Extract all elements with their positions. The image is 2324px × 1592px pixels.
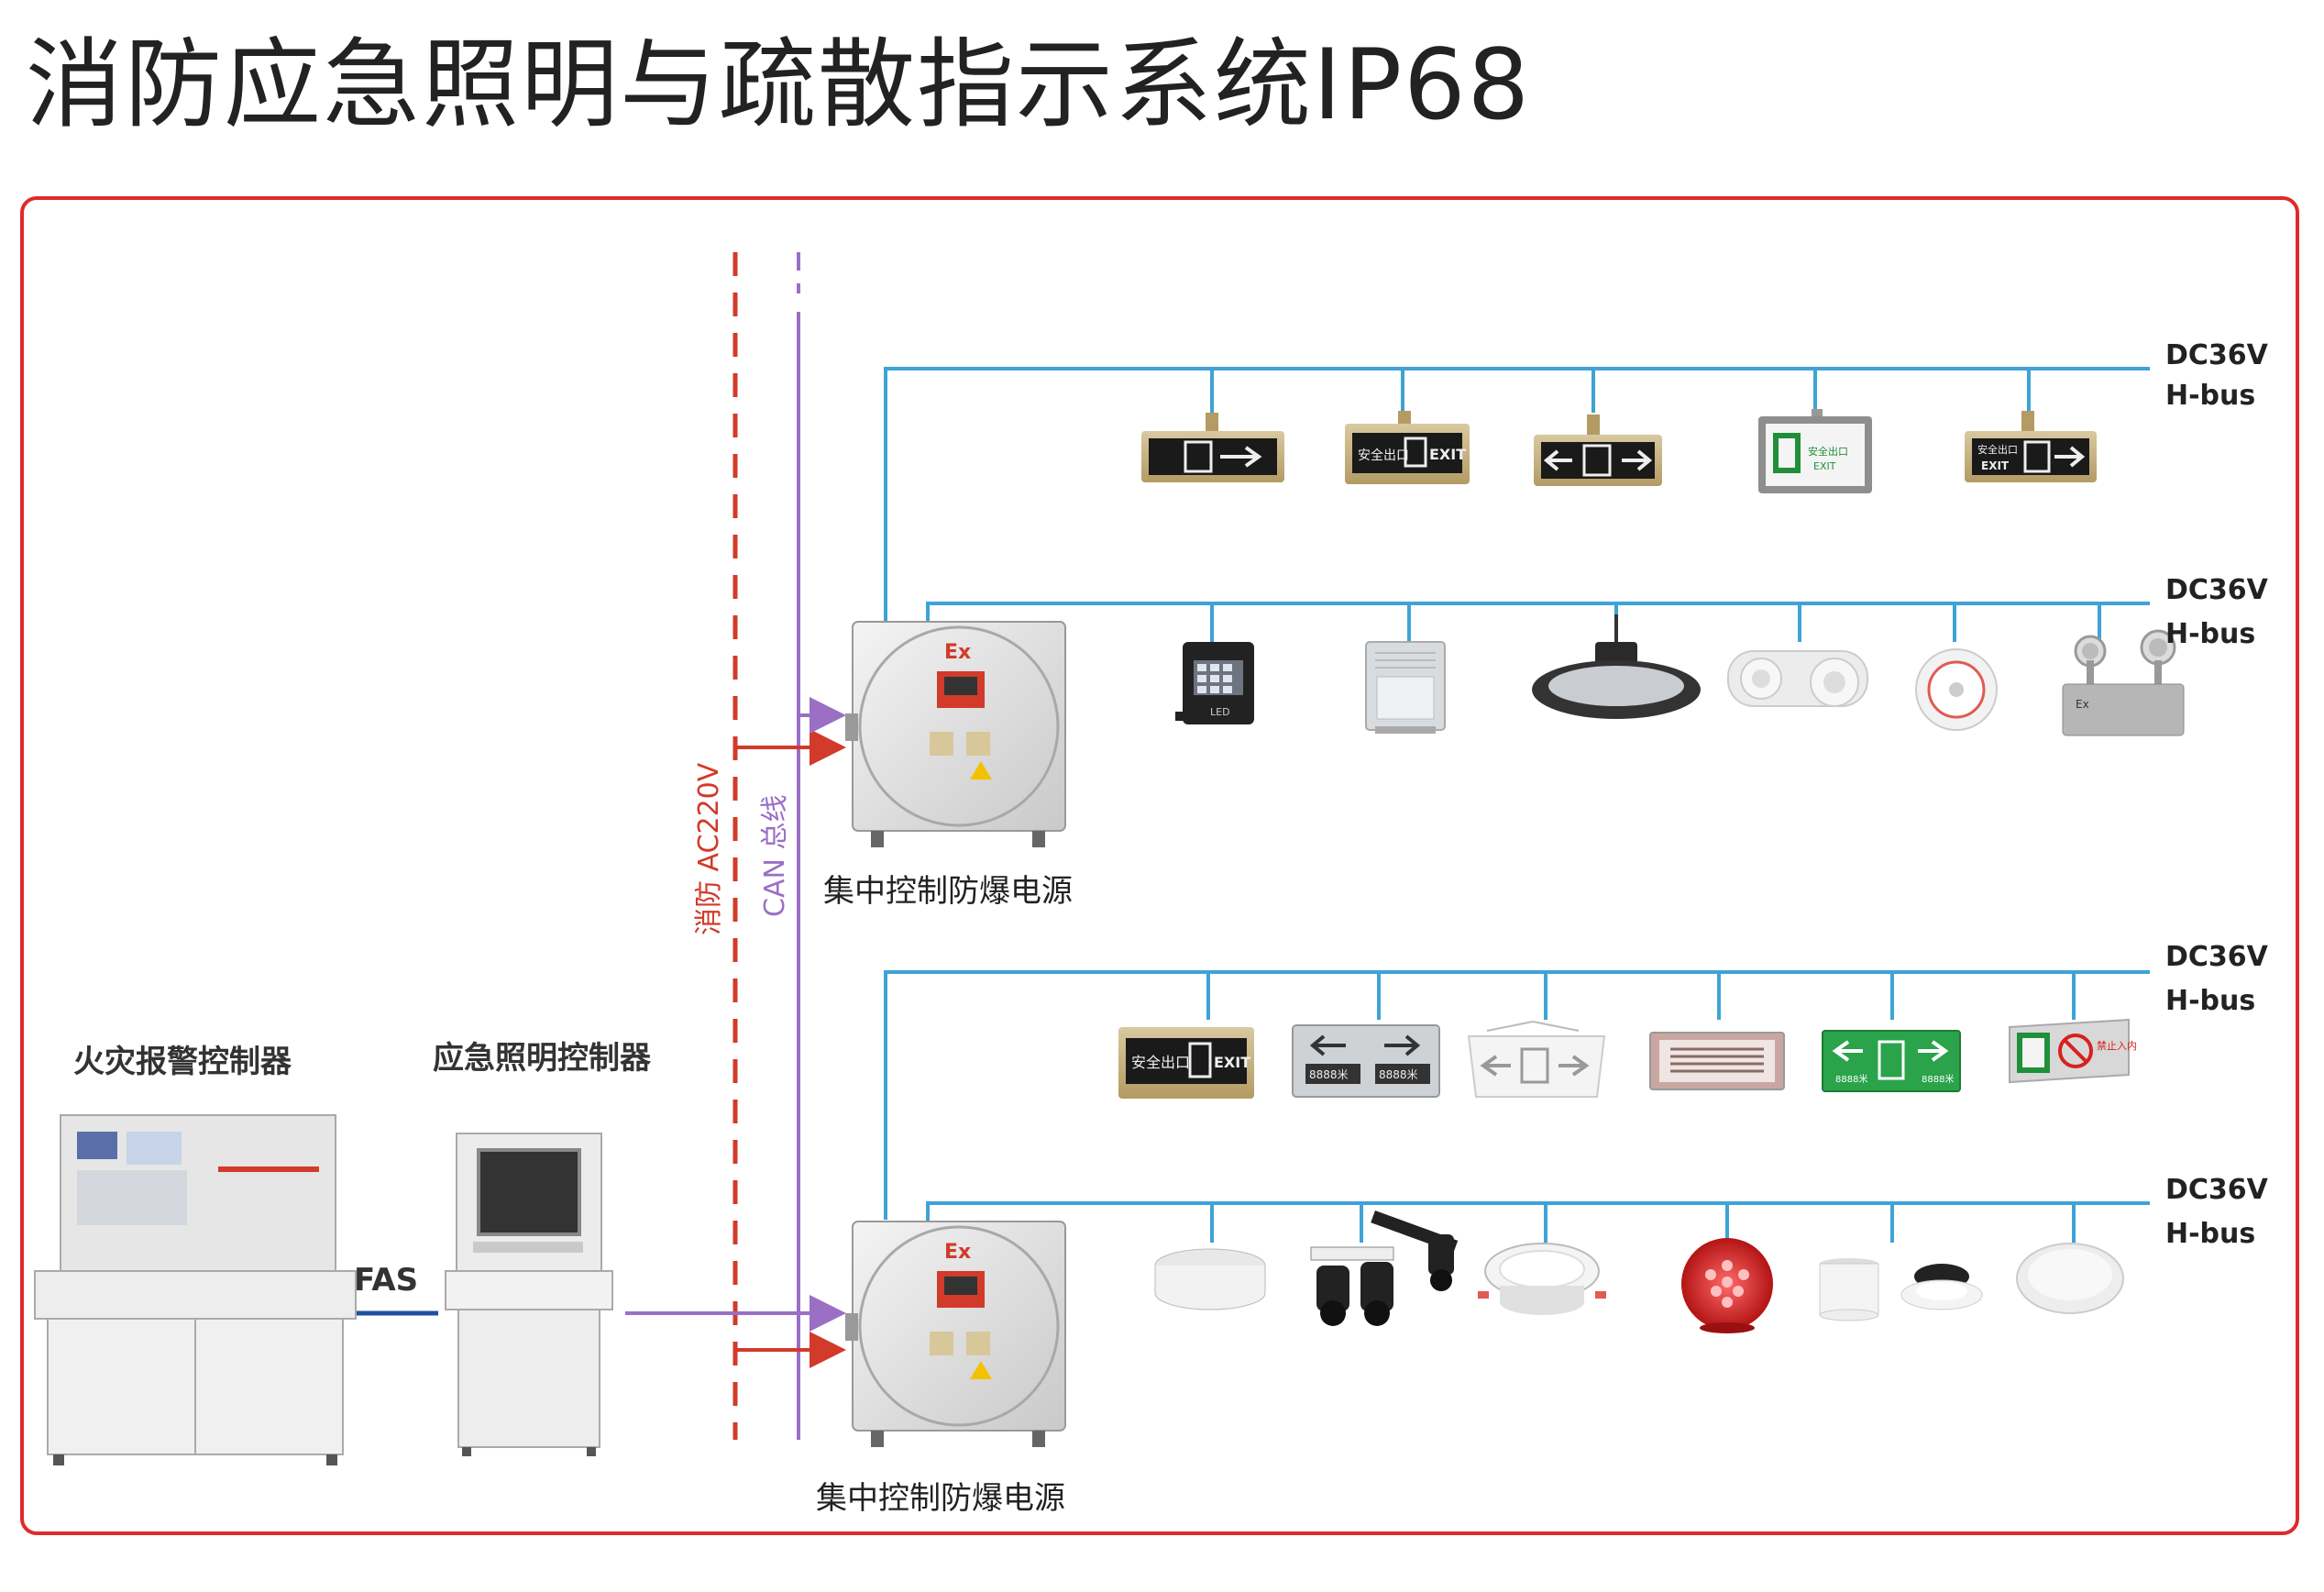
fas-label: FAS <box>354 1262 419 1299</box>
exit-sign-green-panel: 安全出口 EXIT <box>1758 409 1872 493</box>
ex-text: Ex <box>944 641 971 664</box>
fire-alarm-controller-label: 火灾报警控制器 <box>73 1044 292 1080</box>
bus-label-row1: DC36V H-bus <box>2165 336 2268 416</box>
sign-text-en: EXIT <box>1214 1054 1250 1071</box>
sign-text-en: EXIT <box>1813 460 1836 472</box>
track-spotlight <box>1310 1211 1459 1326</box>
exit-sign-cn-arrow: 安全出口 EXIT <box>1965 411 2097 482</box>
ex-text: Ex <box>2076 698 2089 711</box>
round-ceiling-light <box>1915 648 1998 731</box>
sign-text-cn: 安全出口 <box>1977 443 2018 456</box>
round-ceiling-lamp <box>1154 1248 1266 1310</box>
bus-type: H-bus <box>2165 380 2256 412</box>
fire-power-label: 消防 AC220V <box>693 762 725 935</box>
counter-text-right: 8888米 <box>1922 1073 1954 1085</box>
flat-round-light <box>2016 1243 2124 1314</box>
fire-alarm-cabinet <box>34 1114 357 1465</box>
emergency-lighting-controller-label: 应急照明控制器 <box>433 1040 651 1077</box>
downlight <box>1478 1243 1606 1315</box>
can-bus-label: CAN 总线 <box>759 794 791 917</box>
ufo-highbay-light <box>1532 614 1701 719</box>
explosion-proof-twin-light: Ex <box>2062 629 2185 736</box>
bus-row-4 <box>926 1201 2150 1243</box>
psu-top-label: 集中控制防爆电源 <box>823 873 1073 910</box>
sign-text-en: EXIT <box>1429 446 1466 463</box>
bus-row-3 <box>884 970 2150 1220</box>
sign-text-cn: 安全出口 <box>1131 1054 1190 1071</box>
bus-label-row3: DC36V H-bus <box>2165 937 2268 1022</box>
twin-head-emergency-light <box>1727 650 1868 707</box>
counter-text-right: 8888米 <box>1379 1068 1418 1081</box>
page-title: 消防应急照明与疏散指示系统IP68 <box>26 28 1532 141</box>
diagram-frame <box>20 196 2299 1535</box>
bus-voltage: DC36V <box>2165 941 2268 973</box>
exit-sign-double-arrow <box>1534 415 1662 486</box>
counter-sign: 8888米 8888米 <box>1292 1024 1440 1098</box>
ex-text: Ex <box>944 1241 971 1264</box>
no-entry-text: 禁止入内 <box>2097 1039 2137 1052</box>
no-entry-sign: 禁止入内 <box>2009 1018 2137 1084</box>
acrylic-exit-sign <box>1467 1021 1606 1098</box>
bus-voltage: DC36V <box>2165 1174 2268 1206</box>
exit-sign-arrow-right <box>1141 413 1284 482</box>
psu-bottom-label: 集中控制防爆电源 <box>816 1480 1065 1517</box>
bus-voltage: DC36V <box>2165 339 2268 371</box>
bus-label-row4: DC36V H-bus <box>2165 1170 2268 1255</box>
green-exit-sign: 8888米 8888米 <box>1822 1030 1961 1092</box>
red-warning-light <box>1681 1238 1773 1333</box>
psu-bottom: Ex <box>845 1221 1066 1447</box>
counter-text-left: 8888米 <box>1835 1073 1867 1085</box>
bus-row-2 <box>926 602 2150 642</box>
bus-type: H-bus <box>2165 618 2256 650</box>
recessed-black-downlight <box>1900 1264 1983 1310</box>
emergency-lighting-cabinet <box>445 1133 613 1456</box>
square-floodlight <box>1365 641 1446 734</box>
sign-text-cn: 安全出口 <box>1808 445 1848 458</box>
bus-type: H-bus <box>2165 985 2256 1017</box>
counter-text-left: 8888米 <box>1309 1068 1349 1081</box>
grille-panel-light <box>1649 1032 1785 1090</box>
exit-sign-gold-1: 安全出口 EXIT <box>1118 1027 1254 1099</box>
bus-row-1 <box>884 367 2150 624</box>
bus-type: H-bus <box>2165 1218 2256 1250</box>
led-floodlight: LED <box>1175 642 1254 724</box>
bus-label-row2: DC36V H-bus <box>2165 570 2268 655</box>
sign-text-en: EXIT <box>1981 459 2010 472</box>
psu-top: Ex <box>845 621 1066 847</box>
bus-voltage: DC36V <box>2165 574 2268 606</box>
sign-text-cn: 安全出口 <box>1358 448 1409 463</box>
led-text: LED <box>1210 706 1230 718</box>
cylinder-downlight <box>1819 1258 1879 1321</box>
exit-sign-cn-exit: 安全出口 EXIT <box>1345 411 1470 484</box>
